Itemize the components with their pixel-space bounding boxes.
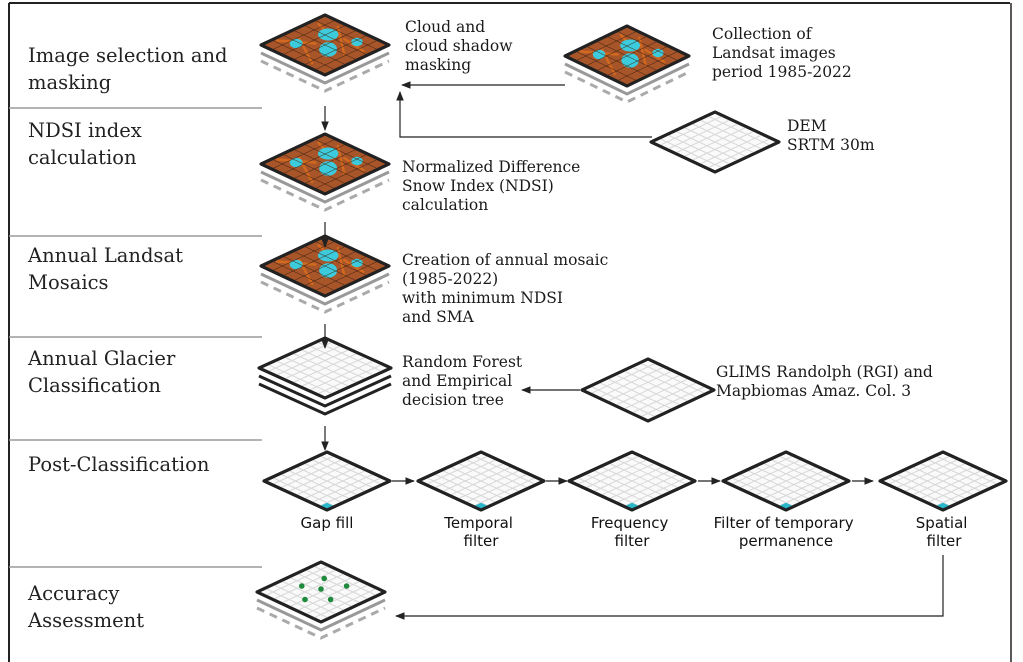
- icon-layer: [255, 13, 1008, 640]
- ndsi-raster-icon: [259, 132, 391, 212]
- stage-label-accuracy: Accuracy Assessment: [27, 582, 144, 632]
- gap-fill-grid-icon: [262, 450, 392, 512]
- stage-label-ndsi: NDSI index calculation: [28, 119, 148, 169]
- flow-arrows: [321, 81, 944, 620]
- note-ndsi: Normalized Difference Snow Index (NDSI) …: [402, 158, 585, 214]
- arrow-dem-to-masking: [396, 91, 652, 138]
- reference-data-grid-icon: [580, 357, 716, 423]
- note-classifier: Random Forest and Empirical decision tre…: [402, 353, 527, 409]
- spatial-filter-grid-icon: [878, 450, 1008, 512]
- filter-label-temporal: Temporal filter: [443, 514, 517, 550]
- arrow-spatial-to-accuracy: [395, 555, 944, 620]
- note-cloud-masking: Cloud and cloud shadow masking: [405, 18, 517, 74]
- temporal-filter-grid-icon: [416, 450, 546, 512]
- stage-label-mosaics: Annual Landsat Mosaics: [27, 244, 189, 294]
- landsat-mask-raster-icon: [259, 13, 391, 93]
- frequency-filter-grid-icon: [567, 450, 697, 512]
- stage-label-post-classification: Post-Classification: [28, 453, 210, 476]
- note-mosaic: Creation of annual mosaic (1985-2022) wi…: [402, 251, 613, 326]
- annual-mosaic-raster-icon: [259, 234, 391, 314]
- classification-grid-stack-icon: [257, 336, 393, 416]
- filter-label-frequency: Frequency filter: [591, 514, 673, 550]
- stage-label-classification: Annual Glacier Classification: [27, 347, 181, 397]
- dem-grid-icon: [649, 110, 781, 174]
- filter-label-spatial: Spatial filter: [916, 514, 972, 550]
- note-landsat-collection: Collection of Landsat images period 1985…: [712, 25, 852, 81]
- stage-label-image-selection: Image selection and masking: [28, 44, 234, 94]
- filter-label-permanence: Filter of temporary permanence: [714, 514, 859, 550]
- note-dem: DEM SRTM 30m: [787, 117, 875, 154]
- permanence-filter-grid-icon: [721, 450, 851, 512]
- landsat-collection-raster-icon: [563, 24, 691, 104]
- filter-label-gap-fill: Gap fill: [301, 514, 354, 532]
- accuracy-sample-grid-icon: [255, 560, 387, 640]
- note-reference-data: GLIMS Randolph (RGI) and Mapbiomas Amaz.…: [716, 363, 938, 400]
